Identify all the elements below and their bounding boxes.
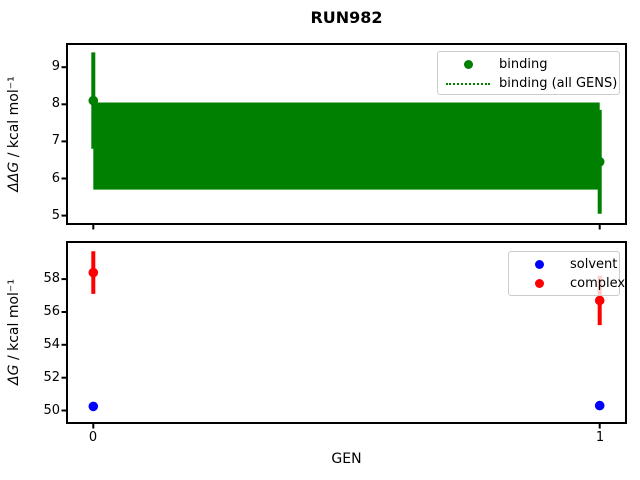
legend-label-binding-all-gens: binding (all GENS): [499, 76, 618, 91]
y-tick-label-52: 52: [43, 370, 60, 385]
y-axis-label-top-units: / kcal mol⁻¹: [6, 76, 22, 162]
x-axis-label: GEN: [331, 451, 362, 467]
y-tick-label-6: 6: [51, 171, 60, 186]
legend-label-binding: binding: [499, 57, 548, 72]
y-tick-label-56: 56: [43, 304, 60, 319]
y-tick-label-54: 54: [43, 337, 60, 352]
legend-item-binding-all-gens: binding (all GENS): [446, 74, 617, 93]
y-tick-label-7: 7: [51, 133, 60, 148]
binding-dot-icon: [463, 60, 473, 69]
solvent-dot-icon: [534, 260, 544, 269]
y-axis-label-bottom: ΔG / kcal mol⁻¹: [5, 222, 23, 442]
y-tick-label-5: 5: [51, 208, 60, 223]
x-tick-label-0: 0: [88, 430, 98, 445]
y-tick-label-58: 58: [43, 271, 60, 286]
legend-item-complex: complex: [517, 274, 625, 293]
legend-item-solvent: solvent: [517, 255, 617, 274]
complex-dot-icon: [534, 279, 544, 288]
y-tick-label-50: 50: [43, 403, 60, 418]
dotted-line-icon: [446, 82, 490, 85]
y-axis-label-top-math: ΔΔG: [6, 161, 22, 192]
plot-title: RUN982: [310, 8, 383, 27]
legend-label-solvent: solvent: [570, 257, 618, 272]
legend-item-binding: binding: [446, 55, 613, 74]
y-tick-label-8: 8: [51, 96, 60, 111]
legend-label-complex: complex: [570, 276, 626, 291]
legend-top: binding binding (all GENS): [437, 51, 620, 95]
y-axis-label-bottom-math: ΔG: [6, 364, 22, 385]
y-axis-label-bottom-units: / kcal mol⁻¹: [6, 279, 22, 365]
legend-bottom: solvent complex: [508, 251, 625, 296]
y-tick-label-9: 9: [51, 59, 60, 74]
y-axis-label-top: ΔΔG / kcal mol⁻¹: [5, 24, 23, 244]
x-tick-label-1: 1: [595, 430, 605, 445]
